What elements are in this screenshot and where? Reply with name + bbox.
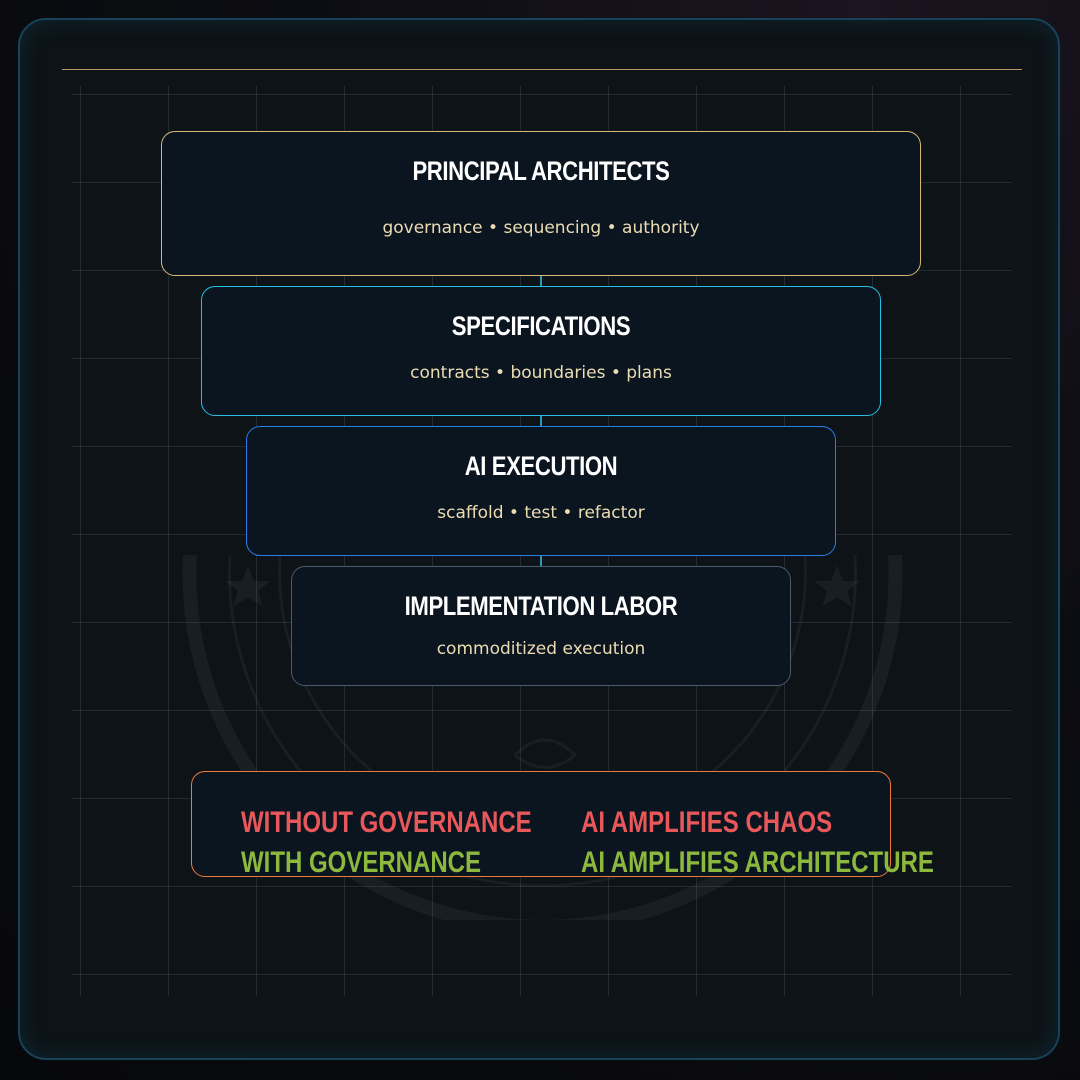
- amplifies-architecture-label: AI AMPLIFIES ARCHITECTURE: [581, 846, 934, 879]
- amplifies-chaos-label: AI AMPLIFIES CHAOS: [581, 806, 833, 839]
- connector-2-3: [540, 416, 542, 426]
- diagram-frame: PRINCIPAL ARCHITECTS governance • sequen…: [18, 18, 1060, 1060]
- tier-subtitle: contracts • boundaries • plans: [410, 363, 672, 383]
- tier-subtitle: scaffold • test • refactor: [437, 503, 645, 523]
- tier-subtitle: governance • sequencing • authority: [382, 218, 700, 238]
- connector-1-2: [540, 276, 542, 286]
- tier-specifications: SPECIFICATIONS contracts • boundaries • …: [201, 286, 881, 416]
- tier-title: PRINCIPAL ARCHITECTS: [412, 156, 670, 186]
- tier-ai-execution: AI EXECUTION scaffold • test • refactor: [246, 426, 836, 556]
- with-governance-label: WITH GOVERNANCE: [241, 846, 481, 879]
- top-divider: [62, 69, 1022, 70]
- tier-principal-architects: PRINCIPAL ARCHITECTS governance • sequen…: [161, 131, 921, 276]
- tier-subtitle: commoditized execution: [436, 639, 646, 659]
- tier-title: SPECIFICATIONS: [451, 311, 631, 341]
- governance-outcome-box: [191, 771, 891, 877]
- connector-3-4: [540, 556, 542, 566]
- without-governance-label: WITHOUT GOVERNANCE: [241, 806, 532, 839]
- tier-title: IMPLEMENTATION LABOR: [404, 591, 678, 621]
- tier-title: AI EXECUTION: [464, 451, 618, 481]
- tier-implementation-labor: IMPLEMENTATION LABOR commoditized execut…: [291, 566, 791, 686]
